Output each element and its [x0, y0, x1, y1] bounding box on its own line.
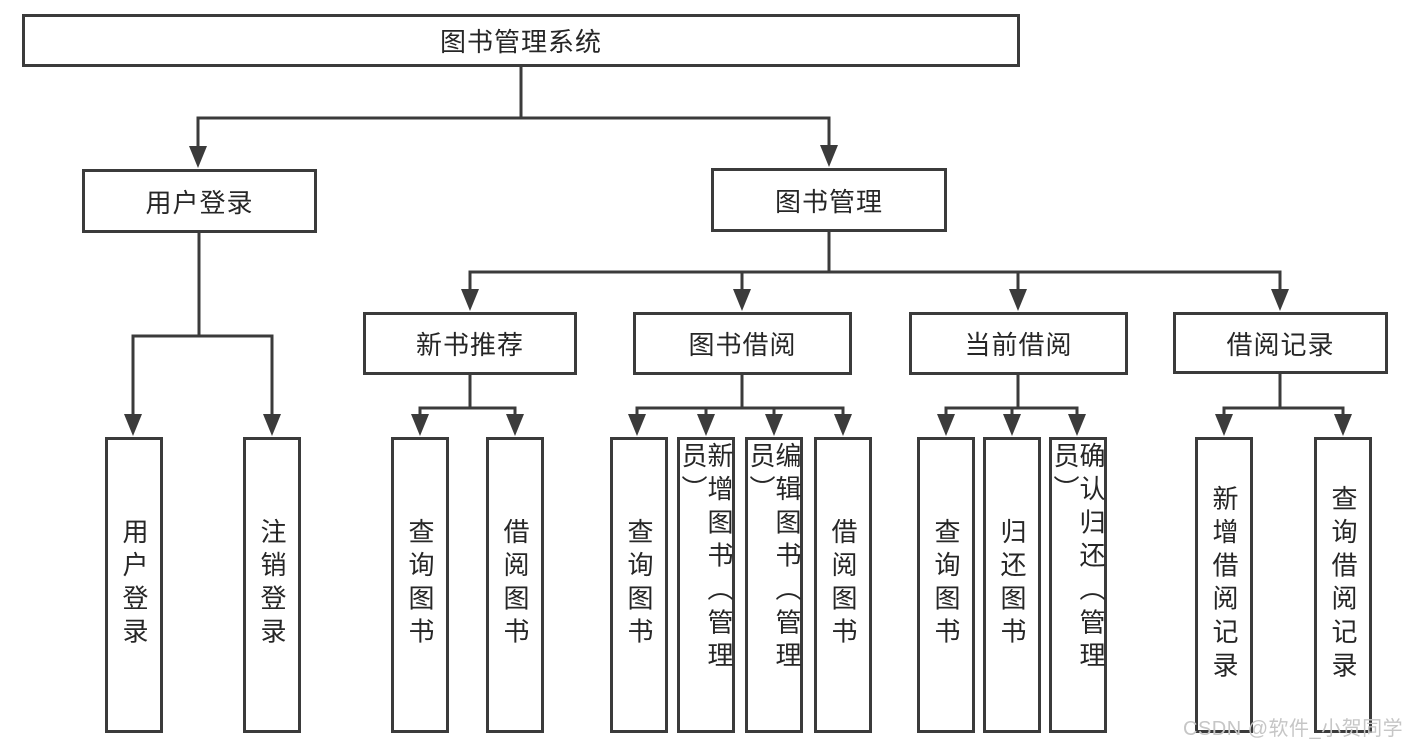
leaf-label: 新增借阅记录 — [1209, 485, 1239, 685]
node-book-management: 图书管理 — [711, 168, 947, 232]
leaf-return-books: 归还图书 — [983, 437, 1041, 733]
leaf-query-books-borrow: 查询图书 — [610, 437, 668, 733]
node-book-borrow: 图书借阅 — [633, 312, 852, 375]
node-label: 图书借阅 — [688, 330, 797, 360]
node-user-login: 用户登录 — [82, 169, 317, 233]
leaf-query-books-recommend: 查询图书 — [391, 437, 449, 733]
leaf-edit-books-admin: 编辑图书（管理员） — [745, 437, 803, 733]
leaf-borrow-books-recommend: 借阅图书 — [486, 437, 544, 733]
node-label: 当前借阅 — [964, 330, 1073, 360]
node-library-management-system: 图书管理系统 — [22, 14, 1020, 67]
leaf-confirm-return-admin: 确认归还（管理员） — [1049, 437, 1107, 733]
leaf-label: 查询借阅记录 — [1328, 485, 1358, 685]
node-label: 新书推荐 — [415, 330, 524, 360]
node-borrow-records: 借阅记录 — [1173, 312, 1388, 374]
leaf-borrow-books: 借阅图书 — [814, 437, 872, 733]
node-label: 借阅记录 — [1226, 329, 1335, 360]
node-label: 图书管理系统 — [439, 27, 602, 57]
leaf-user-login: 用户登录 — [105, 437, 163, 733]
leaf-query-books-current: 查询图书 — [917, 437, 975, 733]
leaf-query-borrow-record: 查询借阅记录 — [1314, 437, 1372, 733]
leaf-label: 借阅图书 — [828, 518, 858, 652]
arrowheads — [124, 145, 1352, 436]
leaf-label: 新增图书（管理员） — [678, 442, 734, 675]
leaf-label: 查询图书 — [624, 518, 654, 652]
node-label: 图书管理 — [774, 186, 883, 217]
leaf-label: 查询图书 — [405, 518, 435, 652]
leaf-label: 用户登录 — [119, 518, 149, 652]
node-new-book-recommend: 新书推荐 — [363, 312, 577, 375]
leaf-label: 借阅图书 — [500, 518, 530, 652]
leaf-label: 确认归还（管理员） — [1050, 442, 1106, 675]
leaf-add-borrow-record: 新增借阅记录 — [1195, 437, 1253, 733]
leaf-logout: 注销登录 — [243, 437, 301, 733]
leaf-label: 编辑图书（管理员） — [746, 442, 802, 675]
leaf-add-books-admin: 新增图书（管理员） — [677, 437, 735, 733]
node-label: 用户登录 — [145, 187, 254, 218]
csdn-watermark: CSDN @软件_小贺同学 — [1183, 718, 1404, 740]
leaf-label: 归还图书 — [997, 518, 1027, 652]
leaf-label: 注销登录 — [257, 518, 287, 652]
leaf-label: 查询图书 — [931, 518, 961, 652]
node-current-borrow: 当前借阅 — [909, 312, 1128, 375]
